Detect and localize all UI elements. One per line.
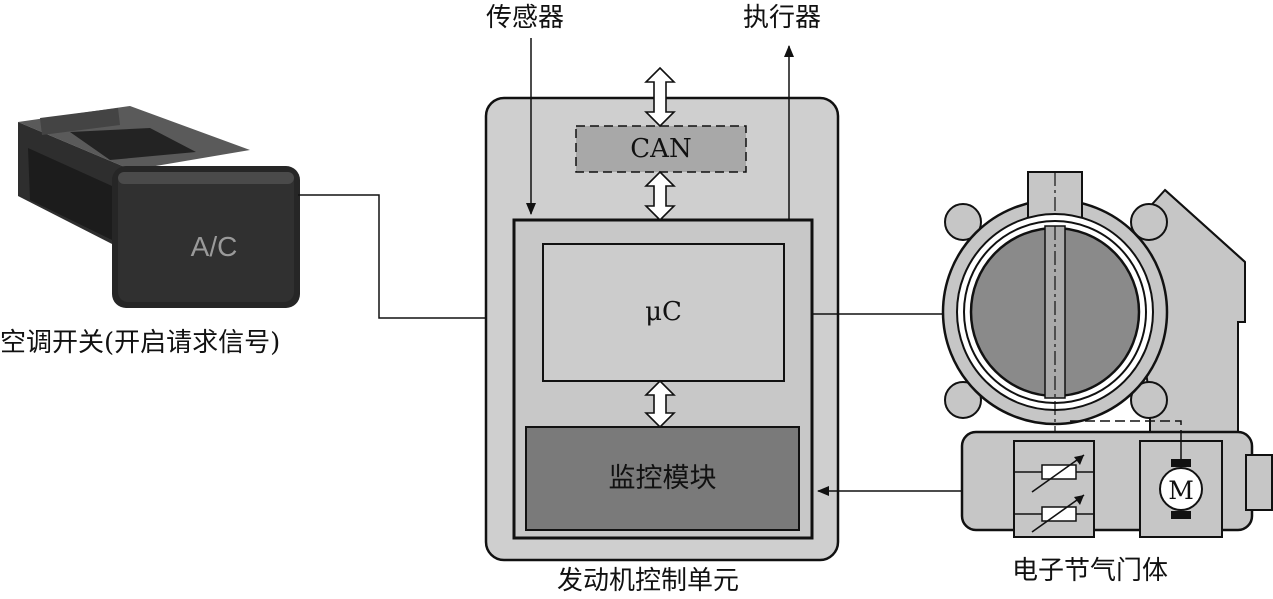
can-label: CAN: [630, 134, 692, 164]
ac-switch-label: 空调开关(开启请求信号): [0, 328, 281, 358]
switch-signal-arrow: [298, 194, 511, 323]
throttle-label: 电子节气门体: [1012, 556, 1169, 586]
svg-text:A/C: A/C: [191, 231, 238, 262]
can-bus-double-arrow: [644, 66, 676, 128]
microcontroller-label: μC: [645, 297, 682, 327]
throttle-body-image: M: [941, 171, 1273, 538]
ac-switch-image: A/C: [18, 106, 300, 308]
monitor-label: 监控模块: [608, 463, 717, 494]
ecu-unit: [484, 96, 840, 562]
position-sensor: [1013, 440, 1095, 538]
monitor-block: [525, 426, 800, 531]
can-block: [575, 125, 747, 173]
microcontroller-block: [542, 243, 785, 382]
sensor-label: 传感器: [486, 3, 565, 33]
ecu-label: 发动机控制单元: [557, 566, 740, 596]
uc-monitor-double-arrow: [644, 379, 676, 429]
svg-text:M: M: [1168, 476, 1194, 505]
actuator-label: 执行器: [743, 3, 822, 33]
can-uc-double-arrow: [644, 170, 676, 222]
